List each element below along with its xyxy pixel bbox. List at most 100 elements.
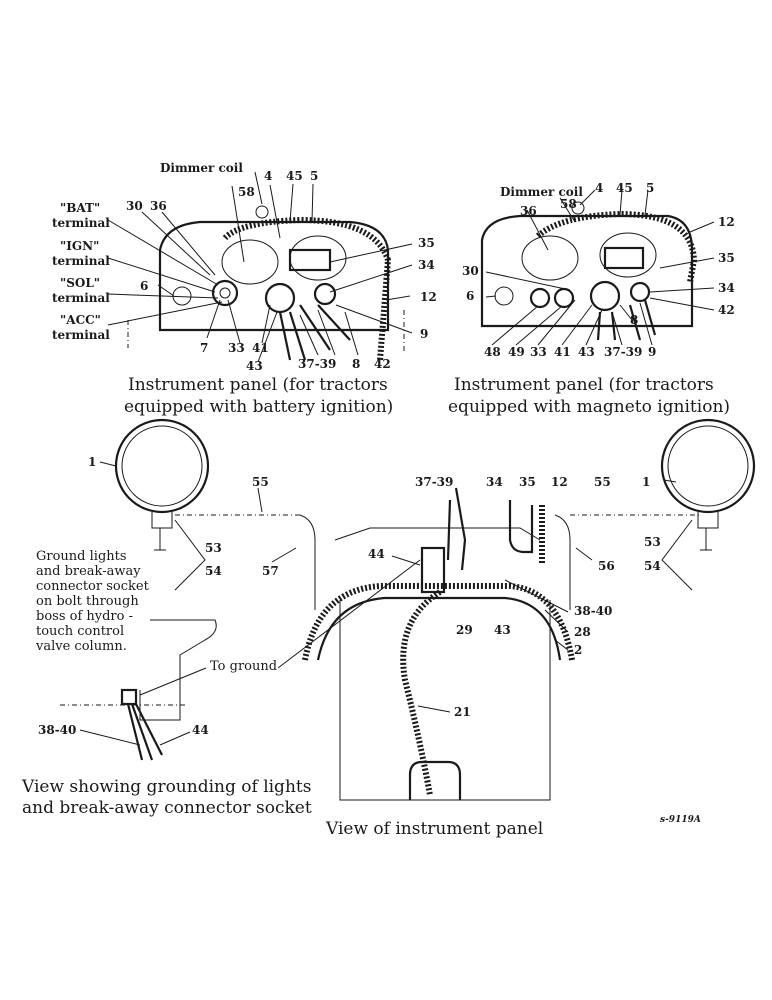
callout-29: 29 bbox=[456, 623, 473, 637]
cable-21 bbox=[400, 589, 442, 796]
left-light-assembly: 1 55 53 54 57 bbox=[88, 418, 316, 610]
callout-33: 33 bbox=[530, 345, 547, 359]
ground-note-5: boss of hydro - bbox=[36, 609, 133, 624]
left-light-lens bbox=[114, 418, 210, 514]
leader-38-40-center bbox=[504, 579, 569, 613]
battery-ignition-panel: Dimmer coil 4 45 5 58 30 36 35 34 12 6 9… bbox=[52, 161, 437, 417]
ignition-switch bbox=[211, 279, 239, 307]
leader-21 bbox=[417, 705, 451, 713]
ground-note-1: Ground lights bbox=[36, 549, 127, 564]
panel-body bbox=[339, 600, 551, 801]
ground-note-3: connector socket bbox=[36, 579, 150, 594]
callout-53: 53 bbox=[205, 541, 222, 555]
callout-54: 54 bbox=[205, 564, 222, 578]
panel-cover-inner bbox=[316, 596, 562, 661]
ground-note-4: on bolt through bbox=[36, 594, 139, 609]
gauge-left bbox=[521, 235, 579, 281]
leader-to-ground-center bbox=[277, 559, 421, 669]
leader-28 bbox=[544, 609, 569, 633]
switch-49 bbox=[553, 287, 575, 309]
callout-58: 58 bbox=[560, 197, 577, 211]
callout-12: 12 bbox=[551, 475, 568, 489]
dimmer-coil-label: Dimmer coil bbox=[500, 185, 583, 199]
callout-48: 48 bbox=[484, 345, 501, 359]
ground-note-6: touch control bbox=[36, 624, 124, 639]
callout-9: 9 bbox=[648, 345, 656, 359]
battery-panel-caption-1: Instrument panel (for tractors bbox=[128, 375, 388, 395]
grounding-caption-2: and break-away connector socket bbox=[22, 798, 312, 818]
left-light-stud bbox=[154, 528, 166, 551]
panel-outline bbox=[480, 214, 694, 328]
callout-2: 2 bbox=[574, 643, 582, 657]
callout-41: 41 bbox=[252, 341, 269, 355]
to-ground-label: To ground bbox=[210, 659, 277, 674]
switch-hub bbox=[219, 287, 231, 299]
leader-1-right bbox=[663, 479, 677, 483]
leader-57 bbox=[271, 547, 297, 563]
leader-to-ground bbox=[139, 667, 207, 696]
callout-44: 44 bbox=[192, 723, 209, 737]
callout-42: 42 bbox=[718, 303, 735, 317]
callout-4: 4 bbox=[264, 169, 272, 183]
right-light-stud bbox=[700, 528, 712, 551]
leader-lines bbox=[485, 189, 715, 346]
callout-21: 21 bbox=[454, 705, 471, 719]
leader-38-40 bbox=[79, 729, 141, 746]
connector-socket bbox=[120, 688, 138, 706]
leader-1 bbox=[99, 461, 117, 467]
ground-wires bbox=[126, 703, 163, 761]
magneto-panel-caption-2: equipped with magneto ignition) bbox=[448, 397, 730, 417]
dimmer-coil bbox=[288, 248, 332, 272]
terminal-acc-label: "ACC" bbox=[60, 313, 101, 327]
instrument-panel-caption: View of instrument panel bbox=[325, 819, 543, 839]
terminal-bat-label: "BAT" bbox=[60, 201, 100, 215]
light-switch bbox=[264, 282, 296, 314]
callout-35: 35 bbox=[718, 251, 735, 265]
callout-45: 45 bbox=[616, 181, 633, 195]
figure-code: s-9119A bbox=[660, 815, 701, 825]
callout-8: 8 bbox=[352, 357, 360, 371]
battery-panel-caption-2: equipped with battery ignition) bbox=[124, 397, 393, 417]
light-switch bbox=[589, 280, 621, 312]
fender-edge-55 bbox=[299, 514, 316, 610]
panel-hood bbox=[222, 216, 392, 361]
callout-37-39: 37-39 bbox=[298, 357, 336, 371]
gauge-right bbox=[289, 235, 347, 281]
dimmer-coil bbox=[603, 246, 645, 270]
ammeter-stud bbox=[629, 281, 651, 303]
callout-44: 44 bbox=[368, 547, 385, 561]
callout-37-39: 37-39 bbox=[604, 345, 642, 359]
panel-outline bbox=[158, 220, 390, 332]
wire-bundle bbox=[596, 299, 657, 341]
switch-48 bbox=[529, 287, 551, 309]
callout-43: 43 bbox=[494, 623, 511, 637]
terminal-ign-sub: terminal bbox=[52, 254, 110, 268]
outlet-tube bbox=[408, 760, 462, 800]
ground-note-7: valve column. bbox=[35, 639, 127, 654]
callout-43: 43 bbox=[246, 359, 263, 373]
terminal-sol-label: "SOL" bbox=[60, 276, 100, 290]
leader-56 bbox=[575, 547, 593, 561]
callout-30: 30 bbox=[126, 199, 143, 213]
leader-44-center bbox=[391, 555, 421, 566]
right-light-bracket bbox=[697, 512, 719, 529]
fender-right-edge bbox=[554, 514, 571, 610]
ground-note-2: and break-away bbox=[36, 564, 141, 579]
right-light-lens bbox=[660, 418, 756, 514]
callout-58: 58 bbox=[238, 185, 255, 199]
mount-plate bbox=[334, 527, 541, 541]
terminal-acc-sub: terminal bbox=[52, 328, 110, 342]
leader-lines bbox=[107, 171, 413, 363]
callout-34: 34 bbox=[418, 258, 435, 272]
callout-33: 33 bbox=[228, 341, 245, 355]
bracket-53-54-right bbox=[661, 519, 693, 591]
callout-5: 5 bbox=[310, 169, 318, 183]
gauge-right bbox=[599, 232, 657, 278]
ammeter-stud bbox=[313, 282, 337, 306]
callout-8: 8 bbox=[630, 313, 638, 327]
magneto-ignition-panel: Dimmer coil 4 45 5 58 36 12 35 30 34 6 8… bbox=[448, 181, 735, 417]
callout-1: 1 bbox=[642, 475, 650, 489]
lamp-58 bbox=[255, 205, 269, 219]
callout-7: 7 bbox=[200, 341, 208, 355]
